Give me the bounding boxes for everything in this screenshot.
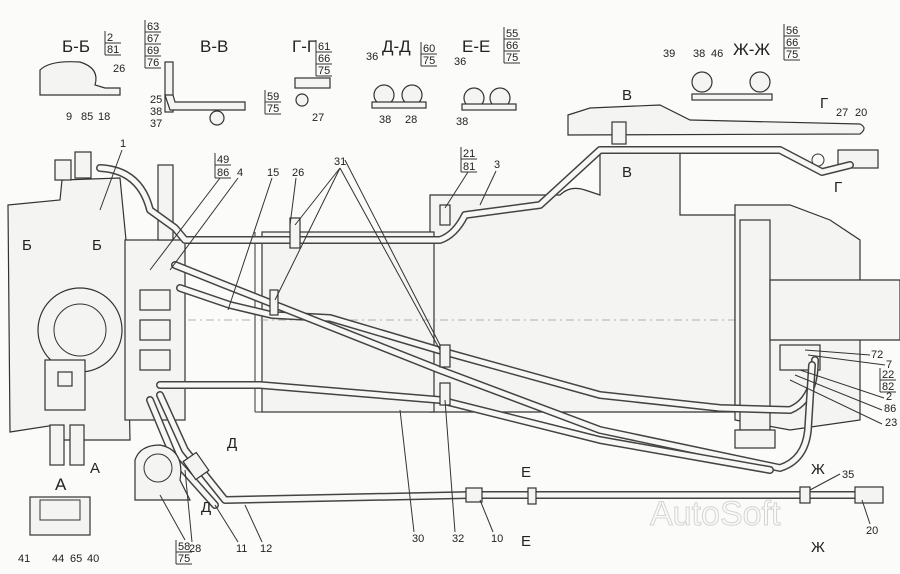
section-marker-d-top: Д xyxy=(227,435,237,452)
callout-number: 75 xyxy=(267,103,279,115)
section-marker-zh-bottom: Ж xyxy=(811,539,825,556)
callout-number: 81 xyxy=(107,44,119,56)
callout-number: 46 xyxy=(711,48,723,60)
section-marker-g-top: Г xyxy=(820,95,828,112)
callout-number: 36 xyxy=(366,51,378,63)
section-title-ee: Е-Е xyxy=(462,37,490,56)
fraction-rules xyxy=(99,20,896,565)
fittings xyxy=(134,204,884,505)
section-marker-g-bottom: Г xyxy=(834,179,842,196)
callout-number: 81 xyxy=(463,161,475,173)
callout-number: 60 xyxy=(423,43,435,55)
section-marker-b-left: Б xyxy=(22,237,32,254)
callout-number: 26 xyxy=(113,63,125,75)
callout-number: 12 xyxy=(260,543,272,555)
callout-number: 85 xyxy=(81,111,93,123)
section-marker-b-right: Б xyxy=(92,237,102,254)
section-title-gg: Г-Г xyxy=(292,37,316,56)
callout-number: 86 xyxy=(884,403,896,415)
callout-number: 72 xyxy=(871,349,883,361)
callout-number: 27 xyxy=(312,112,324,124)
callout-number: 23 xyxy=(885,417,897,429)
callout-number: 20 xyxy=(855,107,867,119)
section-title-dd: Д-Д xyxy=(382,37,411,56)
section-marker-e-bottom: Е xyxy=(521,533,531,550)
callout-number: 41 xyxy=(18,553,30,565)
section-title-zhzh: Ж-Ж xyxy=(733,40,770,59)
callout-number: 25 xyxy=(150,94,162,106)
callout-number: 49 xyxy=(217,154,229,166)
callout-number: 38 xyxy=(456,116,468,128)
callout-number: 28 xyxy=(189,543,201,555)
section-marker-v-bottom: В xyxy=(622,164,632,181)
callout-number: 36 xyxy=(454,56,466,68)
callout-number: 35 xyxy=(842,469,854,481)
callout-number: 26 xyxy=(292,167,304,179)
callout-number: 65 xyxy=(70,553,82,565)
callout-number: 37 xyxy=(150,118,162,130)
callout-number: 21 xyxy=(463,148,475,160)
section-title-bb: Б-Б xyxy=(62,37,90,56)
callout-number: 7 xyxy=(886,359,892,371)
watermark: AutoSoft xyxy=(650,495,781,533)
callout-number: 18 xyxy=(98,111,110,123)
callout-number: 20 xyxy=(866,525,878,537)
section-title-vv: В-В xyxy=(200,37,228,56)
callout-number: 39 xyxy=(663,48,675,60)
section-marker-d-bottom: Д xyxy=(201,499,211,516)
section-marker-e-top: Е xyxy=(521,464,531,481)
callout-number: 66 xyxy=(318,53,330,65)
callout-number: 38 xyxy=(150,106,162,118)
pump-block xyxy=(7,151,186,466)
rear-axle-housing xyxy=(734,204,900,449)
section-marker-zh-top: Ж xyxy=(811,461,825,478)
callout-number: 38 xyxy=(693,48,705,60)
section-marker-v-top: В xyxy=(622,87,632,104)
callout-number: 86 xyxy=(217,167,229,179)
callout-number: 69 xyxy=(147,45,159,57)
section-marker-a-arrow: А xyxy=(90,460,100,477)
callout-number: 40 xyxy=(87,553,99,565)
callout-number: 9 xyxy=(66,111,72,123)
callout-number: 66 xyxy=(506,40,518,52)
callout-number: 31 xyxy=(334,156,346,168)
pipe-lines xyxy=(96,146,864,509)
callout-number: 22 xyxy=(882,369,894,381)
callout-number: 75 xyxy=(423,55,435,67)
callout-number: 75 xyxy=(318,65,330,77)
callout-number: 38 xyxy=(379,114,391,126)
callout-number: 66 xyxy=(786,37,798,49)
callout-number: 82 xyxy=(882,381,894,393)
section-title-a: А xyxy=(55,475,67,494)
callout-number: 1 xyxy=(120,138,126,150)
callout-number: 28 xyxy=(405,114,417,126)
callout-number: 3 xyxy=(494,159,500,171)
callout-number: 2 xyxy=(886,391,892,403)
callout-number: 75 xyxy=(506,52,518,64)
callout-number: 27 xyxy=(836,107,848,119)
callout-number: 67 xyxy=(147,33,159,45)
callout-number: 55 xyxy=(506,28,518,40)
callout-number: 11 xyxy=(236,543,247,555)
callout-number: 59 xyxy=(267,91,279,103)
callout-number: 76 xyxy=(147,57,159,69)
callout-number: 32 xyxy=(452,533,464,545)
callout-number: 44 xyxy=(52,553,64,565)
callout-number: 56 xyxy=(786,25,798,37)
callout-number: 58 xyxy=(178,541,190,553)
callout-number: 15 xyxy=(267,167,279,179)
callout-number: 2 xyxy=(107,32,113,44)
section-details xyxy=(29,61,773,536)
callout-number: 30 xyxy=(412,533,424,545)
callout-number: 75 xyxy=(786,49,798,61)
callout-number: 75 xyxy=(178,553,190,565)
callout-number: 10 xyxy=(491,533,503,545)
callout-number: 61 xyxy=(318,41,330,53)
callout-number: 4 xyxy=(237,167,243,179)
callout-number: 63 xyxy=(147,21,159,33)
